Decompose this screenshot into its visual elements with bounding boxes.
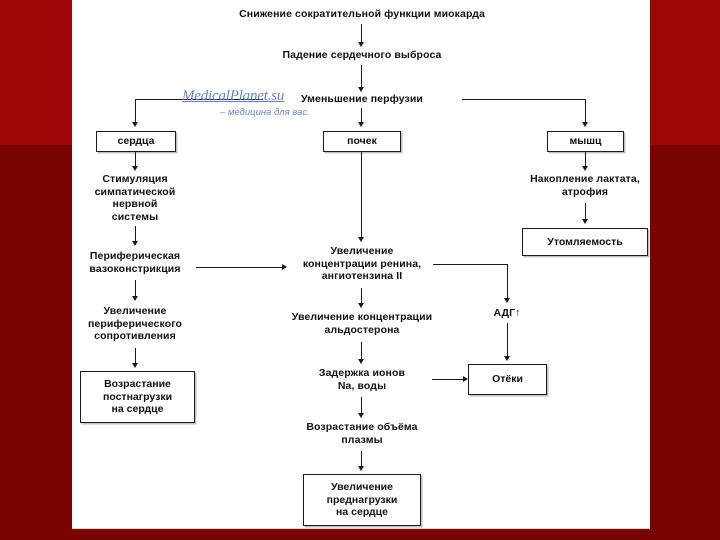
arrow-lactate-fatigue [582, 219, 588, 224]
box-preload-increase: Увеличение преднагрузки на сердце [303, 474, 421, 526]
connector-sodium-edema [432, 379, 465, 381]
arrow-vasoconstriction-renin [282, 264, 287, 270]
arrow-plasma-preload [358, 466, 364, 471]
connector-lactate-fatigue [585, 203, 587, 221]
connector-bus-muscle [585, 99, 587, 124]
connector-plasma-preload [361, 451, 363, 468]
box-edema: Отёки [468, 364, 547, 395]
branch-bus-right [462, 99, 586, 101]
box-fatigue: Утомляемость [522, 228, 648, 256]
box-muscle: мышц [547, 131, 624, 152]
connector-n2-n3 [361, 65, 363, 89]
node-renin-angiotensin-increase: Увеличение концентрации ренина, ангиотен… [302, 245, 422, 282]
arrow-aldosterone-sodium [358, 359, 364, 364]
connector-adh-edema [507, 323, 509, 358]
arrow-sodium-plasma [358, 413, 364, 418]
node-cardiac-output-fall: Падение сердечного выброса [282, 49, 442, 61]
box-heart: сердца [96, 131, 176, 152]
node-peripheral-resistance: Увеличение периферического сопротивления [87, 305, 183, 342]
arrow-adh-edema [504, 356, 510, 361]
connector-sympathetic-vasoconstriction [135, 226, 137, 243]
connector-sodium-plasma [361, 397, 363, 415]
node-sympathetic-stimulation: Стимуляция симпатической нервной системы [94, 173, 176, 223]
connector-heart-sympathetic [135, 152, 137, 168]
box-afterload-increase: Возрастание постнагрузки на сердце [80, 371, 195, 423]
box-kidney: почек [323, 131, 401, 152]
node-lactate-accumulation: Накопление лактата, атрофия [530, 173, 640, 198]
connector-vasoconstriction-resistance [135, 280, 137, 298]
connector-renin-adh-vertical [507, 264, 509, 300]
arrow-bus-muscle [582, 122, 588, 127]
diagram-canvas: Снижение сократительной функции миокарда… [72, 0, 650, 529]
connector-n1-n2 [361, 24, 363, 44]
arrow-vasoconstriction-resistance [132, 296, 138, 301]
node-adh-increase: АДГ↑ [493, 307, 521, 319]
arrow-resistance-afterload [132, 363, 138, 368]
connector-renin-adh-horizontal [433, 264, 508, 266]
arrow-bus-kidney [358, 122, 364, 127]
node-peripheral-vasoconstriction: Периферическая вазоконстрикция [89, 250, 181, 275]
connector-muscle-lactate [585, 152, 587, 168]
arrow-renin-adh [504, 298, 510, 303]
arrow-n1-n2 [358, 42, 364, 47]
branch-bus-left [135, 99, 263, 101]
connector-aldosterone-sodium [361, 342, 363, 361]
arrow-muscle-lactate [582, 166, 588, 171]
arrow-sodium-edema [463, 376, 468, 382]
arrow-n2-n3 [358, 87, 364, 92]
node-perfusion-decrease: Уменьшение перфузии [301, 93, 423, 105]
watermark-subtitle: – медицина для вас. [220, 107, 310, 118]
node-myocardial-contractility: Снижение сократительной функции миокарда [239, 8, 485, 20]
node-plasma-volume-increase: Возрастание объёма плазмы [306, 421, 418, 446]
connector-renin-aldosterone [361, 288, 363, 305]
connector-resistance-afterload [135, 348, 137, 365]
node-aldosterone-increase: Увеличение концентрации альдостерона [291, 311, 433, 336]
connector-kidney-renin [361, 152, 363, 239]
arrow-sympathetic-vasoconstriction [132, 241, 138, 246]
connector-bus-heart [135, 99, 137, 124]
connector-bus-kidney [361, 108, 363, 124]
arrow-kidney-renin [358, 237, 364, 242]
arrow-renin-aldosterone [358, 303, 364, 308]
arrow-heart-sympathetic [132, 166, 138, 171]
connector-vasoconstriction-renin [196, 267, 284, 269]
arrow-bus-heart [132, 122, 138, 127]
node-sodium-water-retention: Задержка ионов Na, воды [318, 367, 406, 392]
